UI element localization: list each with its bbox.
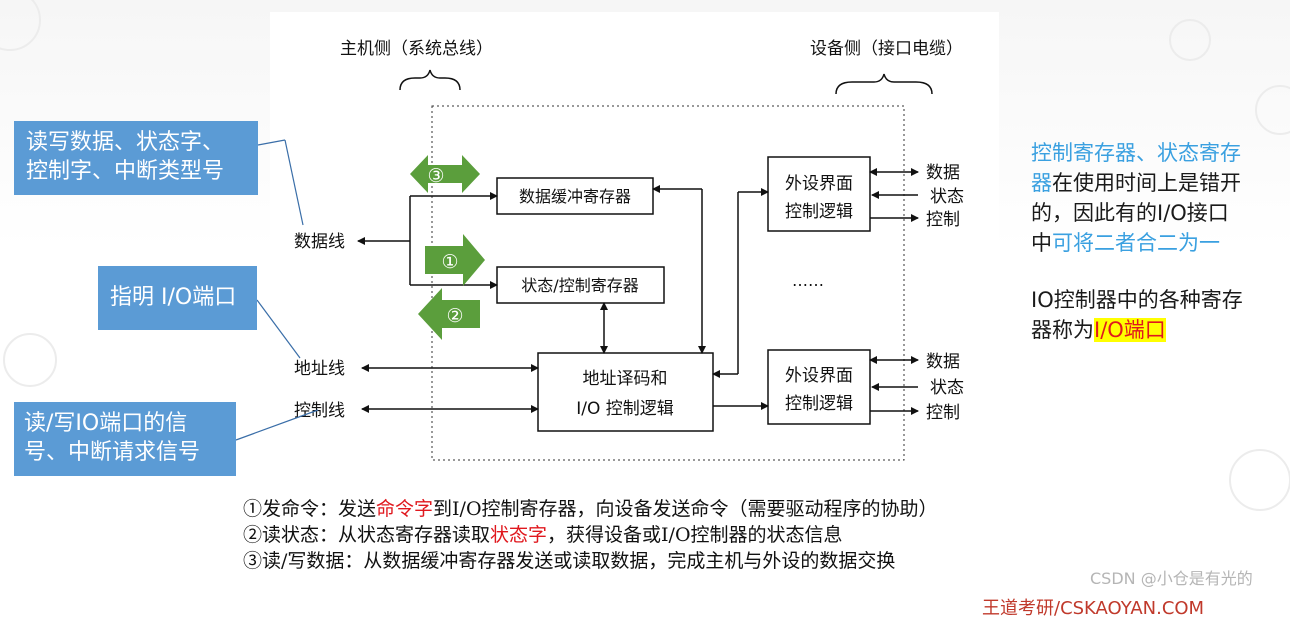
interface-boundary	[431, 105, 905, 461]
step-1-text: ①发命令：发送命令字到I/O控制寄存器，向设备发送命令（需要驱动程序的协助）	[243, 498, 938, 520]
dev2-status-label: 状态	[930, 378, 964, 398]
dev2-control-label: 控制	[926, 403, 960, 423]
peripheral-control-2-line1: 外设界面	[785, 366, 853, 386]
ellipsis: ……	[792, 271, 824, 290]
peripheral-control-1	[767, 156, 871, 232]
address-line-callout: 指明 I/O端口	[98, 266, 257, 330]
step-3-marker: ③	[427, 165, 444, 187]
steps-list: ①发命令：发送命令字到I/O控制寄存器，向设备发送命令（需要驱动程序的协助） ②…	[243, 496, 938, 574]
data-line-callout-line1: 读写数据、状态字、	[26, 130, 225, 155]
peripheral-control-2-line2: 控制逻辑	[785, 394, 853, 414]
dev2-data-label: 数据	[926, 352, 960, 372]
host-side-brace	[399, 69, 461, 91]
note2-io-port-mark: I/O端口	[1094, 318, 1166, 342]
footer-brand: 王道考研/CSKAOYAN.COM	[982, 598, 1205, 619]
note1-text-c: 在使用时间上是错开	[1052, 171, 1241, 195]
address-decode-block	[537, 352, 714, 432]
note1-highlight-a: 控制寄存器、状态寄存	[1031, 141, 1241, 165]
device-side-brace	[835, 73, 933, 95]
io-interface-diagram: 主机侧（系统总线） 设备侧（接口电缆） 数据缓冲寄存器 状态/控制寄存器 地址译…	[270, 12, 999, 482]
step-1-marker: ①	[441, 251, 458, 273]
host-side-label: 主机侧（系统总线）	[340, 39, 493, 59]
data-line-callout-line2: 控制字、中断类型号	[26, 159, 225, 184]
step-3-bidirectional-arrow	[410, 155, 480, 193]
control-line-callout-line2: 号、中断请求信号	[24, 440, 201, 465]
note1-highlight-b: 器	[1031, 171, 1052, 195]
address-line-label: 地址线	[294, 359, 345, 379]
data-buffer-register-label: 数据缓冲寄存器	[519, 187, 631, 206]
dev1-status-label: 状态	[930, 187, 964, 207]
step-2-marker: ②	[446, 305, 463, 327]
status-control-register-label: 状态/控制寄存器	[521, 276, 638, 295]
peripheral-control-2	[767, 349, 871, 425]
note1-text-d: 的，因此有的I/O接口	[1031, 201, 1229, 225]
data-line-callout: 读写数据、状态字、 控制字、中断类型号	[14, 121, 258, 195]
control-line-label: 控制线	[294, 401, 345, 421]
status-control-register	[496, 266, 665, 304]
dev1-control-label: 控制	[926, 210, 960, 230]
step-1-right-arrow	[425, 234, 485, 286]
data-line-label: 数据线	[294, 232, 345, 252]
note2-text-b: 器称为	[1031, 318, 1094, 342]
io-port-note: IO控制器中的各种寄存 器称为I/O端口	[1031, 285, 1283, 345]
note1-text-e: 中	[1031, 231, 1052, 255]
step-2-text: ②读状态：从状态寄存器读取状态字，获得设备或I/O控制器的状态信息	[243, 524, 843, 546]
device-side-label: 设备侧（接口电缆）	[810, 39, 963, 59]
peripheral-control-1-line2: 控制逻辑	[785, 202, 853, 222]
address-line-callout-text: 指明 I/O端口	[110, 285, 237, 310]
csdn-watermark: CSDN @小仓是有光的	[1090, 569, 1253, 588]
address-decode-line2: I/O 控制逻辑	[576, 399, 674, 419]
control-line-callout: 读/写IO端口的信 号、中断请求信号	[14, 402, 236, 476]
control-line-callout-line1: 读/写IO端口的信	[24, 411, 188, 436]
step-2-left-arrow	[418, 288, 480, 340]
peripheral-control-1-line1: 外设界面	[785, 174, 853, 194]
dev1-data-label: 数据	[926, 163, 960, 183]
step-3-text: ③读/写数据：从数据缓冲寄存器发送或读取数据，完成主机与外设的数据交换	[243, 550, 896, 572]
note1-highlight-f: 可将二者合二为一	[1052, 231, 1220, 255]
address-decode-line1: 地址译码和	[583, 369, 668, 389]
register-merge-note: 控制寄存器、状态寄存 器在使用时间上是错开 的，因此有的I/O接口 中可将二者合…	[1031, 138, 1283, 258]
note2-text-a: IO控制器中的各种寄存	[1031, 288, 1243, 312]
